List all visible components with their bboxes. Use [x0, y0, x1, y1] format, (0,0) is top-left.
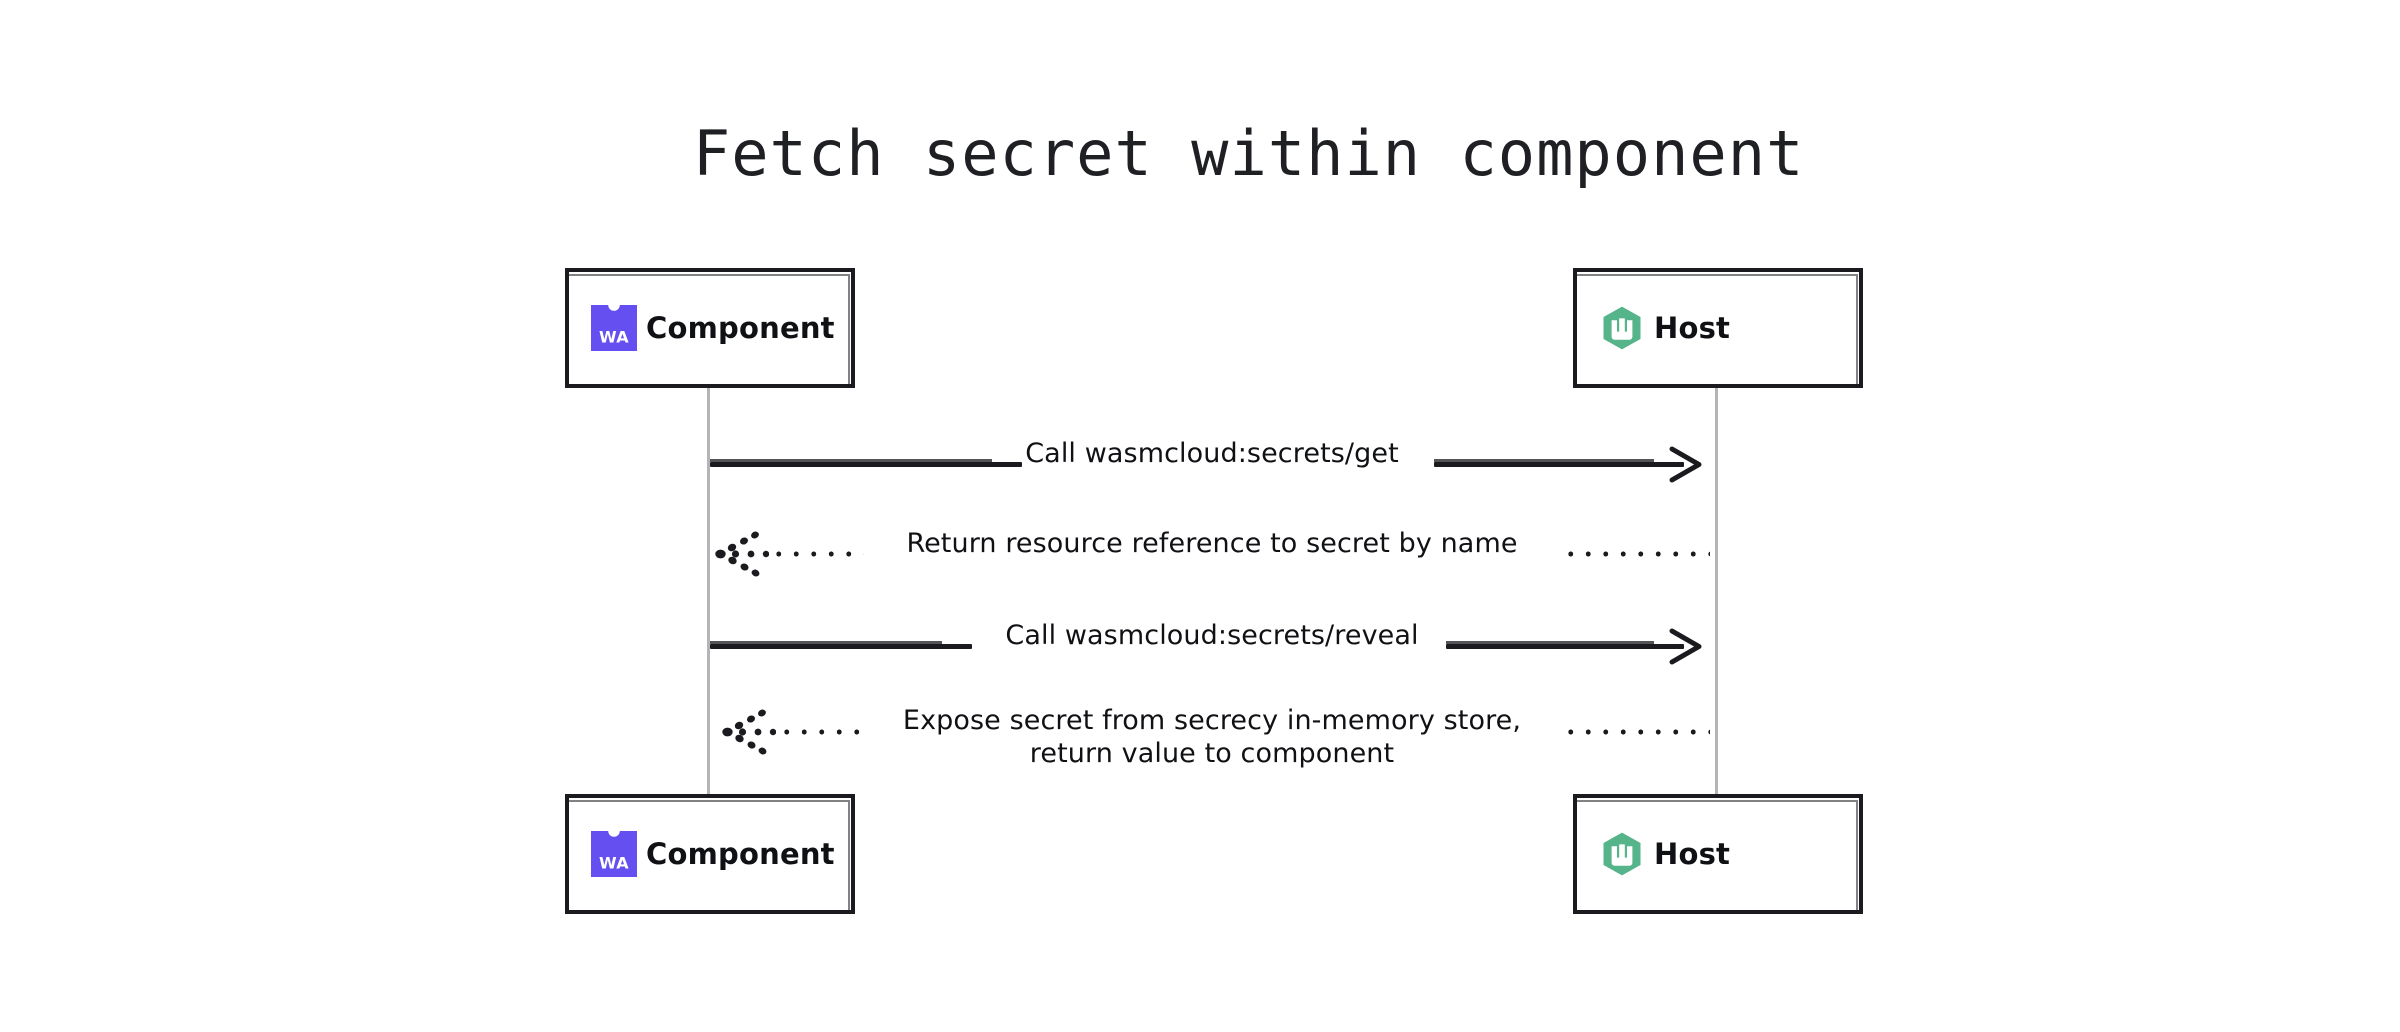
lifeline-host [1715, 388, 1718, 794]
participant-box-host-top[interactable]: Host [1573, 268, 1863, 388]
message-2-arrowhead-icon [715, 531, 770, 577]
participant-label-host-top: Host [1654, 311, 1731, 345]
message-3-arrowhead-icon [1664, 627, 1704, 667]
participant-label-component-bottom: Component [646, 837, 835, 871]
message-3-label: Call wasmcloud:secrets/reveal [1005, 620, 1419, 651]
message-2-line-right [1562, 551, 1710, 557]
participant-label-component-top: Component [646, 311, 835, 345]
message-4-label: Expose secret from secrecy in-memory sto… [902, 705, 1522, 769]
diagram-title: Fetch secret within component [0, 52, 2400, 257]
message-1-label: Call wasmcloud:secrets/get [1025, 438, 1399, 469]
wasmcloud-hexagon-icon [1599, 305, 1645, 351]
message-4-arrowhead-icon [722, 709, 777, 755]
participant-box-component-top[interactable]: WA Component [565, 268, 855, 388]
participant-box-host-bottom[interactable]: Host [1573, 794, 1863, 914]
lifeline-component [707, 388, 710, 794]
diagram-title-text: Fetch secret within component [692, 117, 1805, 191]
message-1-line-left [710, 459, 1022, 467]
message-4-line-right [1562, 729, 1710, 735]
svg-text:WA: WA [599, 854, 629, 873]
message-2-label: Return resource reference to secret by n… [906, 528, 1518, 559]
svg-text:WA: WA [599, 328, 629, 347]
message-4-line-left [778, 729, 866, 735]
wasmcloud-hexagon-icon [1599, 831, 1645, 877]
webassembly-logo-icon: WA [591, 831, 637, 877]
message-3-line-left [710, 641, 972, 649]
participant-label-host-bottom: Host [1654, 837, 1731, 871]
message-3-line-right [1446, 641, 1684, 649]
message-1-arrowhead-icon [1664, 445, 1704, 485]
participant-box-component-bottom[interactable]: WA Component [565, 794, 855, 914]
webassembly-logo-icon: WA [591, 305, 637, 351]
message-1-line-right [1434, 459, 1684, 467]
message-2-line-left [770, 551, 864, 557]
